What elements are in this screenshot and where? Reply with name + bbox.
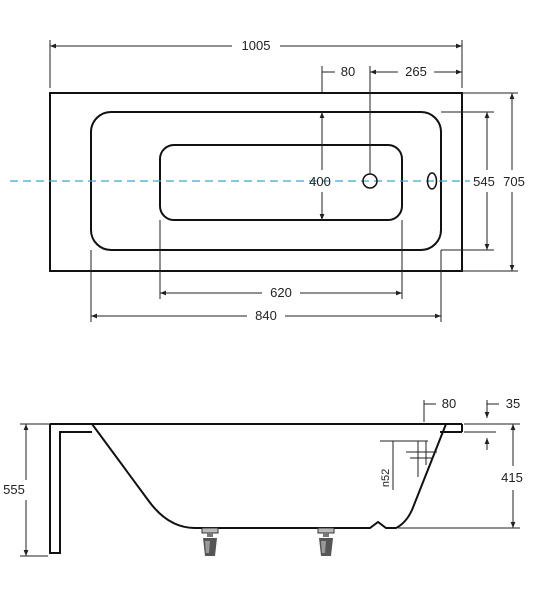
tub-basin-outline [159,144,403,221]
dim-label-840: 840 [255,308,277,323]
dim-label-265: 265 [405,64,427,79]
dim-label-555: 555 [3,482,25,497]
side-view: n52 555 80 35 [3,396,523,557]
dim-label-400: 400 [309,174,331,189]
dim-label-80-side: 80 [442,396,456,411]
dim-label-415: 415 [501,470,523,485]
dim-label-545: 545 [473,174,495,189]
overflow-hole-icon [426,172,438,190]
dim-label-705: 705 [503,174,525,189]
tub-bowl-profile [91,423,447,529]
dim-label-620: 620 [270,285,292,300]
dim-label-80: 80 [341,64,355,79]
dim-label-1005: 1005 [242,38,271,53]
dim-label-n52: n52 [380,469,392,487]
tub-foot-right [317,527,335,556]
front-panel [49,424,92,554]
dim-label-35: 35 [506,396,520,411]
tub-foot-left [201,527,219,556]
top-view: 1005 80 265 400 545 705 620 [10,38,525,323]
tub-outer-outline [49,92,463,272]
